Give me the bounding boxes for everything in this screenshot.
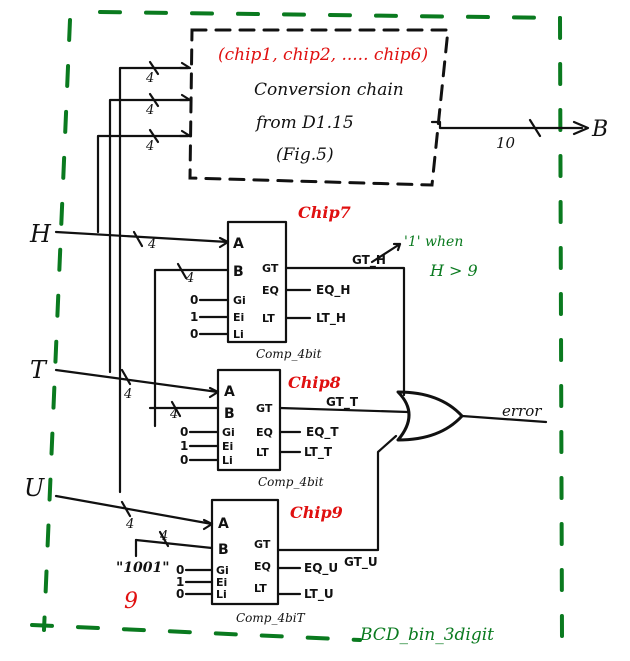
- constant-decimal: 9: [124, 589, 138, 614]
- chip8-label: Chip8: [288, 373, 341, 392]
- chip7-ei-value: 1: [190, 310, 198, 324]
- signal-gt-t: GT_T: [326, 395, 359, 410]
- chip9-pin-lt: LT: [254, 582, 267, 595]
- annotation-line2: H > 9: [429, 261, 478, 280]
- output-bus-b: [430, 118, 590, 138]
- chip8-pin-lt: LT: [256, 446, 269, 459]
- chip9-pin-gt: GT: [254, 538, 271, 551]
- constant-binary: "1001": [116, 560, 170, 576]
- chip7-bus-width-b: 4: [185, 271, 194, 286]
- signal-eq-u: EQ_U: [304, 561, 338, 576]
- chain-line1: (chip1, chip2, ..... chip6): [218, 45, 428, 65]
- chip8-ei-value: 1: [180, 439, 188, 453]
- signal-error: error: [502, 402, 542, 420]
- chip9-comparator: [54, 434, 398, 606]
- signal-lt-u: LT_U: [304, 587, 334, 602]
- chip8-pin-gi: Gi: [222, 426, 235, 439]
- input-h-label: H: [29, 220, 52, 248]
- chip7-pin-li: Li: [233, 328, 244, 341]
- chip8-pin-b: B: [224, 406, 235, 422]
- chip9-bus-width-b: 4: [159, 529, 168, 544]
- signal-lt-t: LT_T: [304, 445, 333, 460]
- chip7-pin-gi: Gi: [233, 294, 246, 307]
- chain-line2: Conversion chain: [254, 80, 404, 100]
- chip7-bus-width-a: 4: [147, 237, 156, 252]
- chip7-li-value: 0: [190, 327, 198, 341]
- chip9-bus-width-a: 4: [125, 517, 134, 532]
- chip9-name: Comp_4biT: [236, 611, 306, 625]
- chip9-pin-ei: Ei: [216, 576, 227, 589]
- signal-eq-h: EQ_H: [316, 283, 350, 298]
- bus-width-chain-2: 4: [145, 103, 154, 118]
- chip8-name: Comp_4bit: [258, 475, 324, 489]
- component-title: BCD_bin_3digit: [359, 625, 494, 645]
- chip7-pin-lt: LT: [262, 312, 275, 325]
- chip9-pin-li: Li: [216, 588, 227, 601]
- chip8-li-value: 0: [180, 453, 188, 467]
- chip8-pin-ei: Ei: [222, 440, 233, 453]
- chip7-pin-a: A: [233, 236, 244, 252]
- input-t-label: T: [30, 356, 48, 384]
- chip9-li-value: 0: [176, 587, 184, 601]
- chip7-comparator: [54, 220, 406, 428]
- bus-width-chain-3: 4: [145, 139, 154, 154]
- chain-line4: (Fig.5): [276, 145, 334, 165]
- signal-gt-u: GT_U: [344, 555, 378, 570]
- chip7-pin-ei: Ei: [233, 311, 244, 324]
- chip9-pin-b: B: [218, 542, 229, 558]
- chip9-gi-value: 0: [176, 563, 184, 577]
- chip7-pin-gt: GT: [262, 262, 279, 275]
- chip9-label: Chip9: [290, 503, 343, 522]
- chip8-pin-eq: EQ: [256, 426, 273, 439]
- signal-gt-h: GT_H: [352, 253, 386, 268]
- chip8-pin-a: A: [224, 384, 235, 400]
- annotation-line1: '1' when: [404, 234, 463, 250]
- chip7-gi-value: 0: [190, 293, 198, 307]
- chip8-comparator: [54, 368, 410, 472]
- bus-to-chain: [96, 60, 192, 494]
- input-u-label: U: [24, 474, 45, 502]
- chip9-pin-a: A: [218, 516, 229, 532]
- chip7-name: Comp_4bit: [256, 347, 322, 361]
- bus-width-chain-1: 4: [145, 71, 154, 86]
- chip8-bus-width-b: 4: [169, 407, 178, 422]
- component-boundary: [30, 10, 564, 642]
- chip9-ei-value: 1: [176, 575, 184, 589]
- signal-lt-h: LT_H: [316, 311, 346, 326]
- chip7-label: Chip7: [298, 203, 351, 222]
- chip8-pin-gt: GT: [256, 402, 273, 415]
- conversion-chain-box: [188, 28, 450, 187]
- chip7-pin-b: B: [233, 264, 244, 280]
- chain-line3: from D1.15: [254, 113, 354, 133]
- chip9-pin-eq: EQ: [254, 560, 271, 573]
- chip8-bus-width-a: 4: [123, 387, 132, 402]
- chip8-pin-li: Li: [222, 454, 233, 467]
- or-gate: [396, 390, 548, 442]
- chip7-pin-eq: EQ: [262, 284, 279, 297]
- output-b-label: B: [591, 117, 608, 142]
- output-width: 10: [496, 134, 516, 152]
- chip8-gi-value: 0: [180, 425, 188, 439]
- signal-eq-t: EQ_T: [306, 425, 339, 440]
- chip9-pin-gi: Gi: [216, 564, 229, 577]
